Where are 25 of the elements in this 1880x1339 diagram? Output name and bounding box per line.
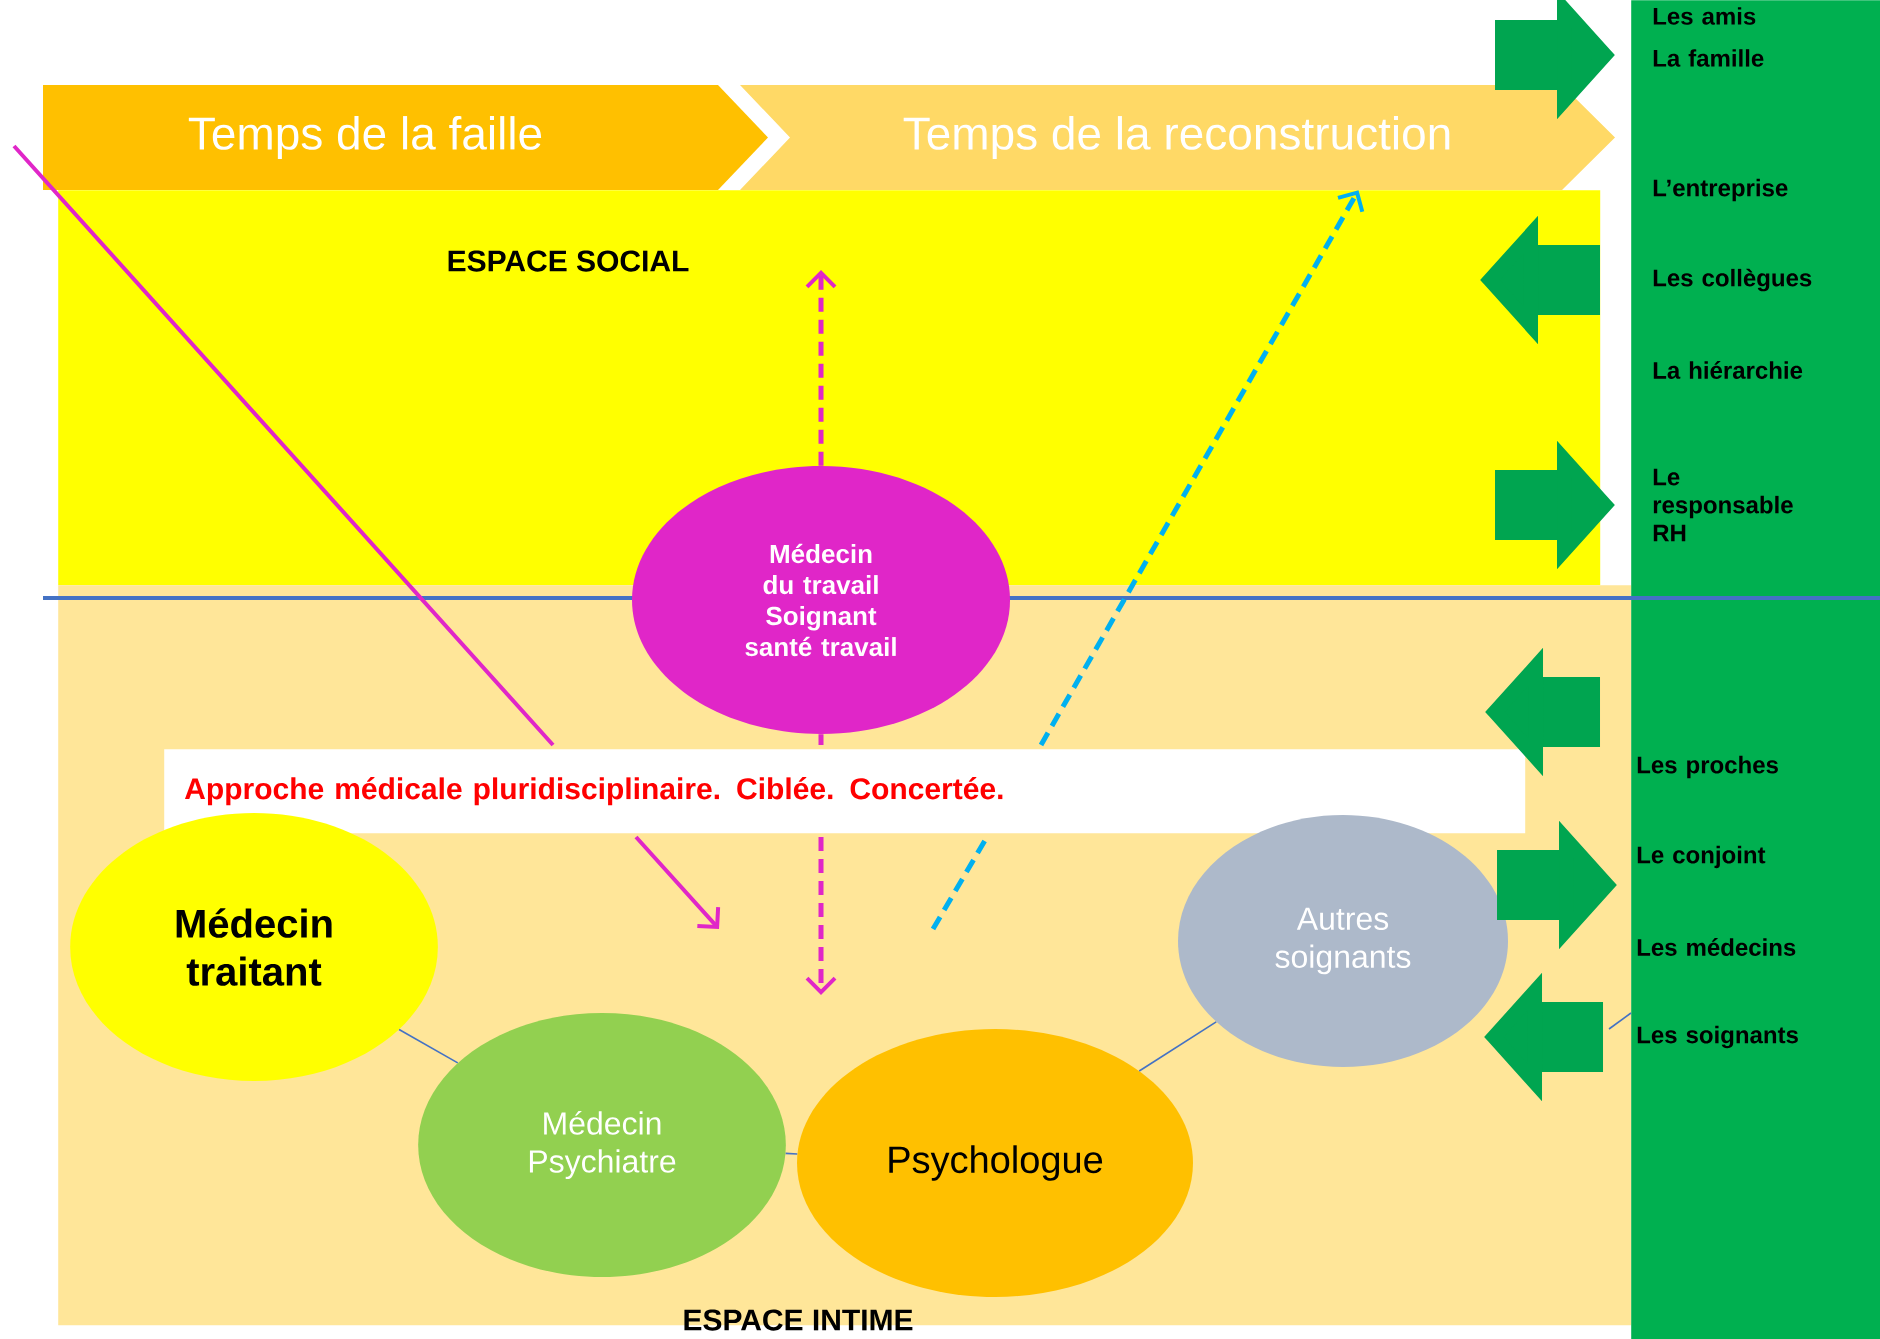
ellipse-node: Psychologue	[797, 1029, 1193, 1297]
list-item: L’entreprise	[1653, 178, 1788, 202]
connector-line	[784, 1152, 799, 1155]
list-item: La hiérarchie	[1653, 361, 1803, 379]
ellipse-node: Médecin Psychiatre	[418, 1013, 786, 1277]
dashed-arrow	[930, 190, 1365, 932]
text-banner: Approche médicale pluridisciplinaire. Ciblée. Concertée.	[164, 749, 1526, 834]
connector-line	[1608, 1012, 1632, 1030]
connector-line	[398, 1028, 459, 1064]
ellipse-node: Médecin du travail Soignant santé travail	[632, 466, 1010, 734]
dashed-arrow	[805, 731, 837, 995]
list-item: Les collègues	[1653, 268, 1812, 292]
list-item: Les proches	[1637, 755, 1778, 779]
list-item: Les amis	[1653, 7, 1756, 25]
list-item: La famille	[1653, 49, 1764, 67]
ellipse-node: Médecin traitant	[70, 813, 438, 1081]
chevron-banner: Temps de la reconstruction	[740, 85, 1615, 190]
list-item: Les médecins	[1637, 938, 1796, 956]
connector-line	[1138, 1021, 1217, 1072]
chevron-banner: Temps de la faille	[43, 85, 768, 190]
list-item: Le conjoint	[1637, 845, 1766, 869]
list-item: Les soignants	[1637, 1025, 1798, 1049]
dashed-arrow	[805, 270, 837, 466]
list-item: Le responsable RH	[1653, 468, 1793, 542]
ellipse-node: Autres soignants	[1178, 815, 1508, 1067]
